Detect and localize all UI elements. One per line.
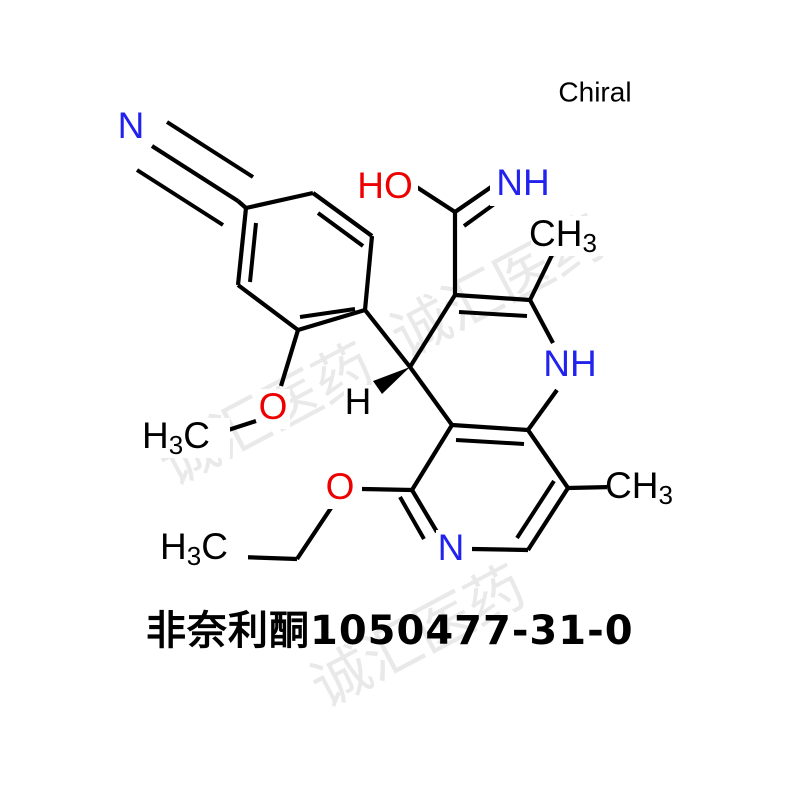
atom-label-ring-nh: NH (543, 343, 596, 384)
atom-label-pyridine-n: N (438, 527, 465, 568)
halo (531, 216, 609, 256)
halo (607, 468, 685, 508)
bond-aryl-to-stereocenter (363, 308, 412, 369)
bond-n1-c8a (526, 388, 559, 432)
bond-c5-to-ethoxy-o (361, 486, 413, 493)
bond-c8-methyl (567, 484, 613, 491)
bond-c7-c8 (526, 486, 570, 552)
caption-label: 非奈利酮1050477-31-0 (146, 608, 634, 654)
atom-label-methoxy-ch3: H3C (142, 415, 210, 460)
bond-benzene-6 (235, 207, 249, 286)
halo (154, 418, 230, 458)
bond-nitrile-to-ring (236, 199, 248, 210)
atom-label-ethoxy-o: O (326, 466, 355, 507)
halo (258, 389, 290, 429)
bond-c8-c8a (526, 428, 570, 490)
bond-nitrile-main (150, 144, 240, 203)
halo (436, 530, 468, 570)
halo (116, 110, 149, 148)
halo (352, 168, 418, 208)
bond-c5-n6 (410, 488, 439, 534)
bond-c3-c2-inner (458, 310, 528, 318)
bond-amide-c-to-oh (413, 184, 457, 214)
halo (172, 529, 248, 569)
atom-label-ethoxy-ch3: H3C (160, 526, 228, 571)
bond-benzene-3 (362, 235, 375, 311)
bond-c8a-c4a-inner (455, 438, 525, 446)
bond-c4a-c4 (408, 365, 454, 427)
bond-benzene-inner-a (316, 211, 365, 248)
bond-c2-methyl (528, 254, 554, 301)
bond-c8a-c4a (451, 422, 529, 433)
bond-benzene-5 (236, 283, 300, 332)
atom-label-group: N HO NH CH3 NH CH3 N O H3C O H3C H (116, 105, 685, 571)
bond-c2-n1 (528, 299, 555, 344)
bond-nitrile-inner-1 (165, 120, 255, 179)
atom-label-stereo-h: H (345, 381, 372, 422)
halo (538, 346, 604, 386)
atom-label-imine-nh: NH (496, 162, 549, 203)
atom-label-hydroxy: HO (357, 165, 413, 206)
bond-c4-c3 (408, 293, 457, 369)
halo (490, 166, 556, 206)
bond-ring-to-methoxy-o (278, 329, 301, 387)
bond-c7-c8-inner (515, 479, 556, 540)
bond-nitrile-inner-2 (135, 168, 225, 227)
atom-label-methyl-right: CH3 (605, 465, 673, 510)
halo (344, 385, 374, 423)
bond-benzene-4 (297, 307, 366, 333)
atom-label-methoxy-o: O (259, 386, 288, 427)
halo (325, 469, 357, 509)
bond-wedge-to-h (373, 367, 410, 394)
label-halo-group (116, 110, 685, 570)
atom-label-methyl-top: CH3 (529, 213, 597, 258)
bond-benzene-1 (245, 190, 314, 211)
bond-ethoxy-o-to-ch2 (295, 506, 333, 561)
bond-c3-c2 (454, 292, 531, 303)
bond-c5-n6-inner (398, 496, 426, 540)
bond-benzene-inner-c (248, 222, 258, 283)
bond-c4a-c5 (410, 423, 454, 492)
atom-label-nitrile-n: N (118, 105, 145, 146)
chiral-label: Chiral (558, 76, 631, 107)
bond-n6-c7 (471, 546, 529, 553)
bond-benzene-inner-b (299, 307, 356, 319)
bond-benzene-2 (311, 191, 374, 238)
bond-ethoxy-ch2-to-ch3 (239, 554, 298, 562)
